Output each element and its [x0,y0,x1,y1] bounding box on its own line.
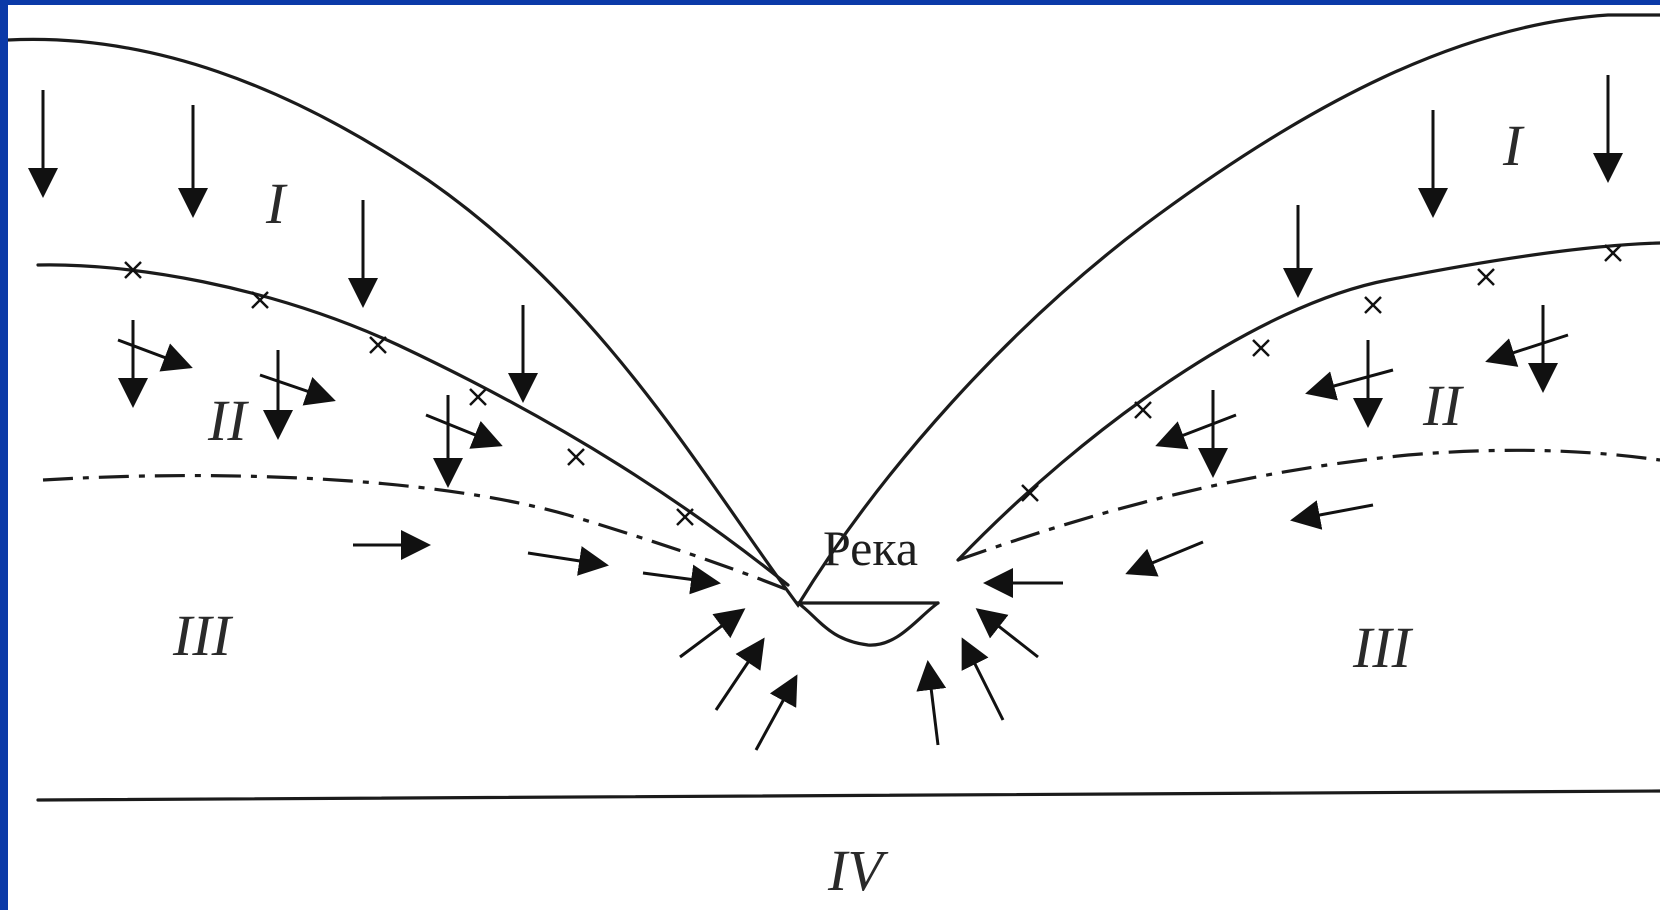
river-label: Река [823,520,918,576]
groundwater-level-line-right [957,448,1660,562]
aquiclude-boundary [36,789,1660,802]
flow-arrow [259,373,336,406]
cross-marker [676,508,694,526]
cross-marker [567,448,585,466]
cross-marker [251,291,269,309]
flow-arrow [714,637,765,711]
ground-surface-line [8,13,1660,608]
flow-arrow [1155,413,1237,450]
flow-arrows [28,75,1623,751]
river-channel [796,601,940,647]
flow-arrow [975,608,1039,659]
cross-marker [1252,339,1270,357]
flow-arrow [425,413,503,449]
cross-marker [124,261,142,279]
flow-arrow [642,564,721,595]
flow-arrow [1290,500,1374,530]
zone-label-II-right: II [1422,373,1464,438]
flow-arrow [1305,368,1394,401]
cross-marker [1134,401,1152,419]
zone-label-IV: IV [827,838,889,903]
zone-label-II-left: II [207,388,249,453]
cross-marker [1364,296,1382,314]
groundwater-flow-diagram: Река I I II II III III IV [8,13,1660,903]
flow-arrow [527,546,609,576]
flow-arrow [1125,540,1204,577]
diagram-frame: Река I I II II III III IV [8,5,1660,910]
cross-marker [469,388,487,406]
flow-arrow [679,608,746,659]
flow-arrow [961,637,1005,721]
zone-label-I-left: I [265,171,288,236]
zone-label-III-right: III [1352,615,1414,680]
boundary-cross-markers [124,244,1622,526]
cross-marker [369,336,387,354]
flow-arrow [754,674,798,751]
cross-marker [1021,484,1039,502]
groundwater-level-line [42,473,789,592]
cross-marker [1604,244,1622,262]
aeration-zone-boundary [36,263,790,587]
cross-marker [1477,268,1495,286]
zone-label-III-left: III [172,603,234,668]
flow-arrow [1485,333,1569,367]
flow-arrow [117,338,193,372]
flow-arrow [916,660,947,746]
aeration-zone-boundary-right [956,241,1660,562]
zone-label-I-right: I [1502,113,1525,178]
